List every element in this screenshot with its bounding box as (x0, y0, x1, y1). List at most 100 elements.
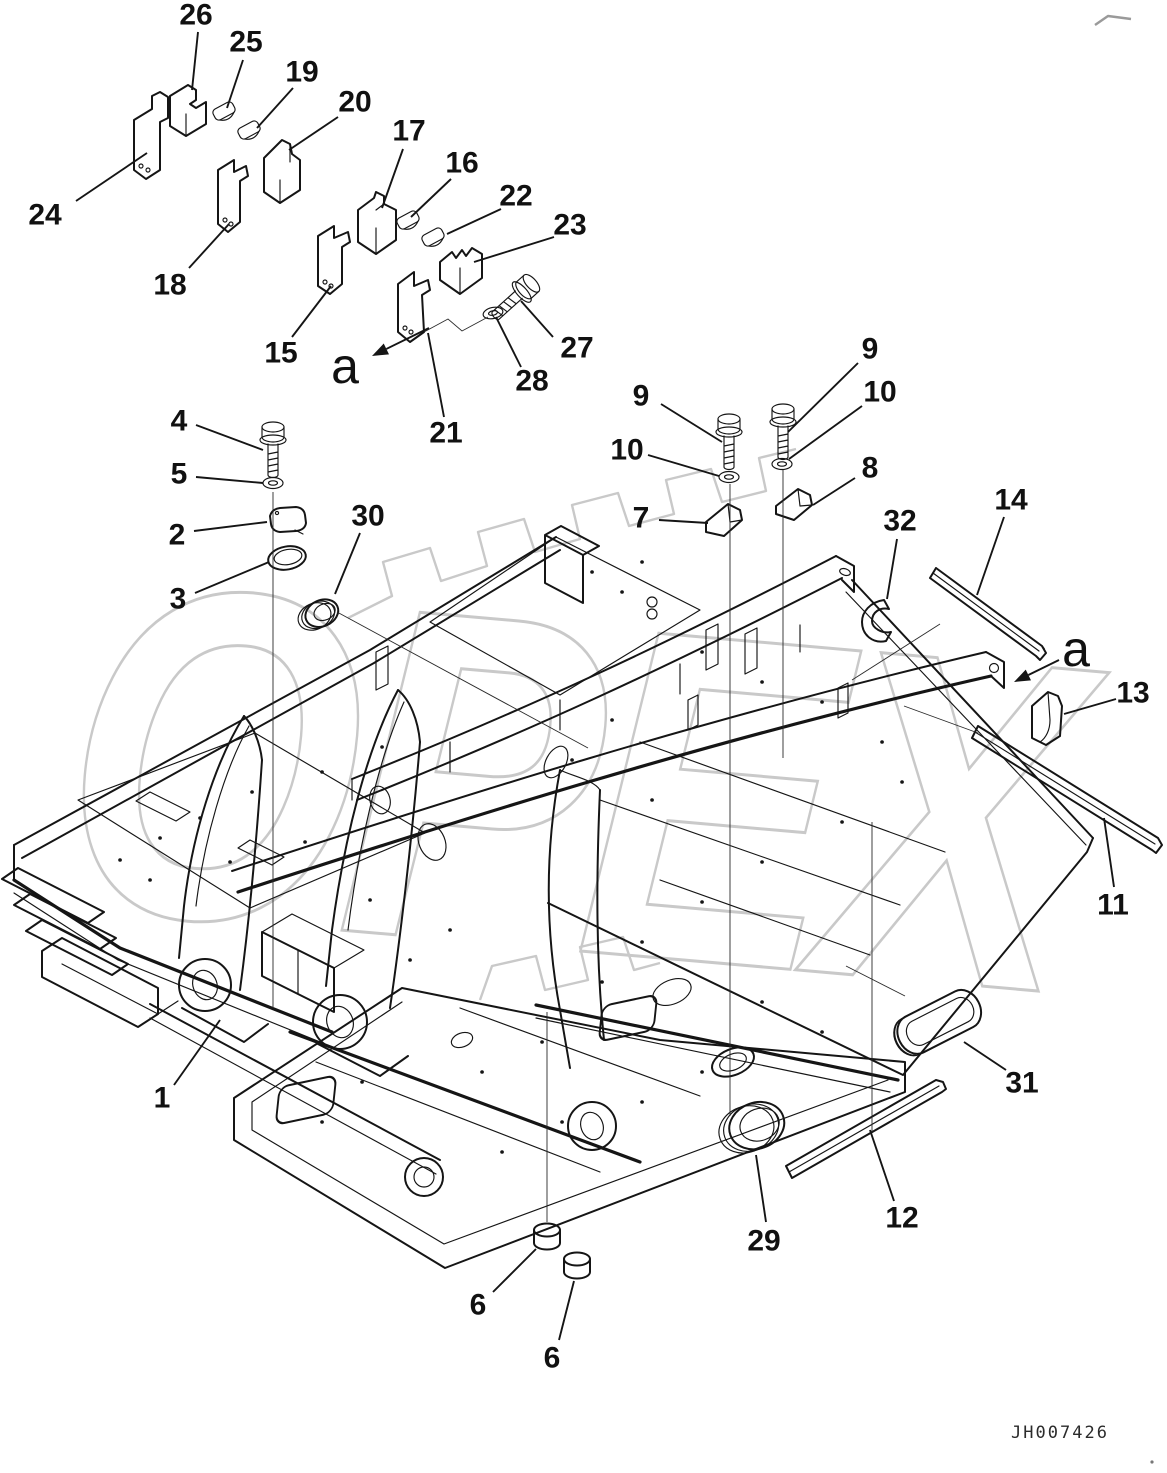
stray-dot (1150, 1460, 1154, 1464)
callout-27: 27 (560, 332, 593, 365)
callout-29: 29 (747, 1225, 780, 1258)
callout-9a: 9 (633, 380, 650, 413)
view-arrowhead-a-right (1014, 669, 1032, 682)
callout-14: 14 (994, 484, 1028, 517)
assembly-lines (272, 316, 979, 1222)
callout-32: 32 (883, 505, 916, 538)
callout-30: 30 (351, 500, 384, 533)
view-label-a-right: a (1062, 621, 1090, 677)
leader-line-21 (427, 332, 445, 418)
part-13-wedge (1031, 691, 1063, 746)
leader-line-22 (446, 208, 502, 235)
callout-17: 17 (392, 115, 425, 148)
part-20-plate (263, 139, 301, 204)
callout-21: 21 (429, 417, 462, 450)
part-26-plate (169, 84, 207, 137)
leader-line-30 (334, 532, 361, 595)
part-6-cap-right (563, 1251, 591, 1280)
view-arrow-line-a-top (385, 327, 430, 350)
callout-4: 4 (171, 405, 188, 438)
leader-line-5 (195, 476, 264, 484)
leader-line-28 (495, 316, 522, 368)
callout-24: 24 (28, 199, 62, 232)
part-32-clip (861, 599, 892, 643)
callout-1: 1 (154, 1082, 171, 1115)
callout-31: 31 (1005, 1067, 1038, 1100)
part-14-bar (929, 567, 1047, 661)
leader-line-13 (1063, 698, 1117, 715)
callout-16: 16 (445, 147, 478, 180)
part-16-key (394, 208, 423, 234)
leader-line-16 (410, 178, 452, 218)
callout-6b: 6 (544, 1342, 561, 1375)
callout-9b: 9 (862, 333, 879, 366)
leader-line-20 (288, 116, 339, 151)
leader-line-1 (173, 1019, 221, 1086)
part-21-plate (397, 271, 431, 343)
part-19-key (235, 118, 264, 144)
callout-25: 25 (229, 26, 262, 59)
leader-line-18 (188, 223, 230, 269)
leader-line-23 (473, 236, 555, 263)
leader-line-31 (963, 1041, 1007, 1071)
loose-parts (133, 84, 1163, 1280)
leader-line-9b (787, 362, 859, 433)
part-4-bolt (259, 421, 287, 479)
part-8-wedge (775, 488, 813, 521)
callout-3: 3 (170, 583, 187, 616)
leader-line-26 (191, 31, 199, 91)
leader-line-7 (658, 519, 709, 524)
part-10-washer-right (771, 457, 793, 471)
part-12-bar (785, 1079, 947, 1179)
part-30-grommet (297, 598, 340, 631)
leader-line-14 (976, 516, 1005, 596)
callout-28: 28 (515, 365, 548, 398)
leader-line-24 (75, 152, 148, 202)
leader-line-6b (558, 1280, 575, 1341)
part-6-cap-left (533, 1222, 561, 1251)
leader-line-2 (193, 521, 268, 532)
part-25-key (210, 99, 239, 125)
leader-line-11 (1103, 817, 1115, 888)
callout-6a: 6 (470, 1289, 487, 1322)
callout-layer: 2625192017162223241815212728452330910910… (28, 0, 1149, 1375)
leader-line-29 (755, 1154, 767, 1223)
drawing-code: JH007426 (1011, 1423, 1109, 1443)
leader-line-10a (647, 454, 720, 477)
part-24-plate (133, 91, 169, 180)
callout-12: 12 (885, 1202, 918, 1235)
leader-line-32 (886, 538, 898, 600)
leader-line-4 (195, 424, 264, 451)
callout-7: 7 (633, 502, 650, 535)
leader-line-19 (256, 87, 294, 129)
callout-18: 18 (153, 269, 186, 302)
part-29-grommet (718, 1100, 786, 1154)
leader-line-25 (226, 59, 244, 109)
part-22-key (419, 225, 448, 251)
leader-line-3 (194, 561, 270, 594)
part-11-bar (971, 725, 1163, 854)
callout-5: 5 (171, 458, 188, 491)
part-10-washer-left (718, 470, 740, 484)
view-label-a-top: a (331, 338, 359, 394)
watermark-gear-bottom (478, 935, 661, 1001)
part-31-oval-grommet (893, 988, 983, 1057)
callout-23: 23 (553, 209, 586, 242)
callout-13: 13 (1116, 677, 1149, 710)
part-18-plate (217, 159, 249, 233)
callout-26: 26 (179, 0, 212, 32)
callout-20: 20 (338, 86, 371, 119)
main-frame (1, 525, 1094, 1269)
view-arrowhead-a-top (372, 343, 390, 356)
leader-line-9a (660, 403, 723, 443)
part-2-cover (269, 506, 307, 535)
callout-22: 22 (499, 180, 532, 213)
callout-15: 15 (264, 337, 297, 370)
view-arrow-line-a-right (1027, 659, 1060, 676)
leader-line-12 (869, 1129, 895, 1202)
callout-19: 19 (285, 56, 318, 89)
part-17-plate (357, 191, 397, 255)
leader-line-27 (520, 300, 554, 338)
